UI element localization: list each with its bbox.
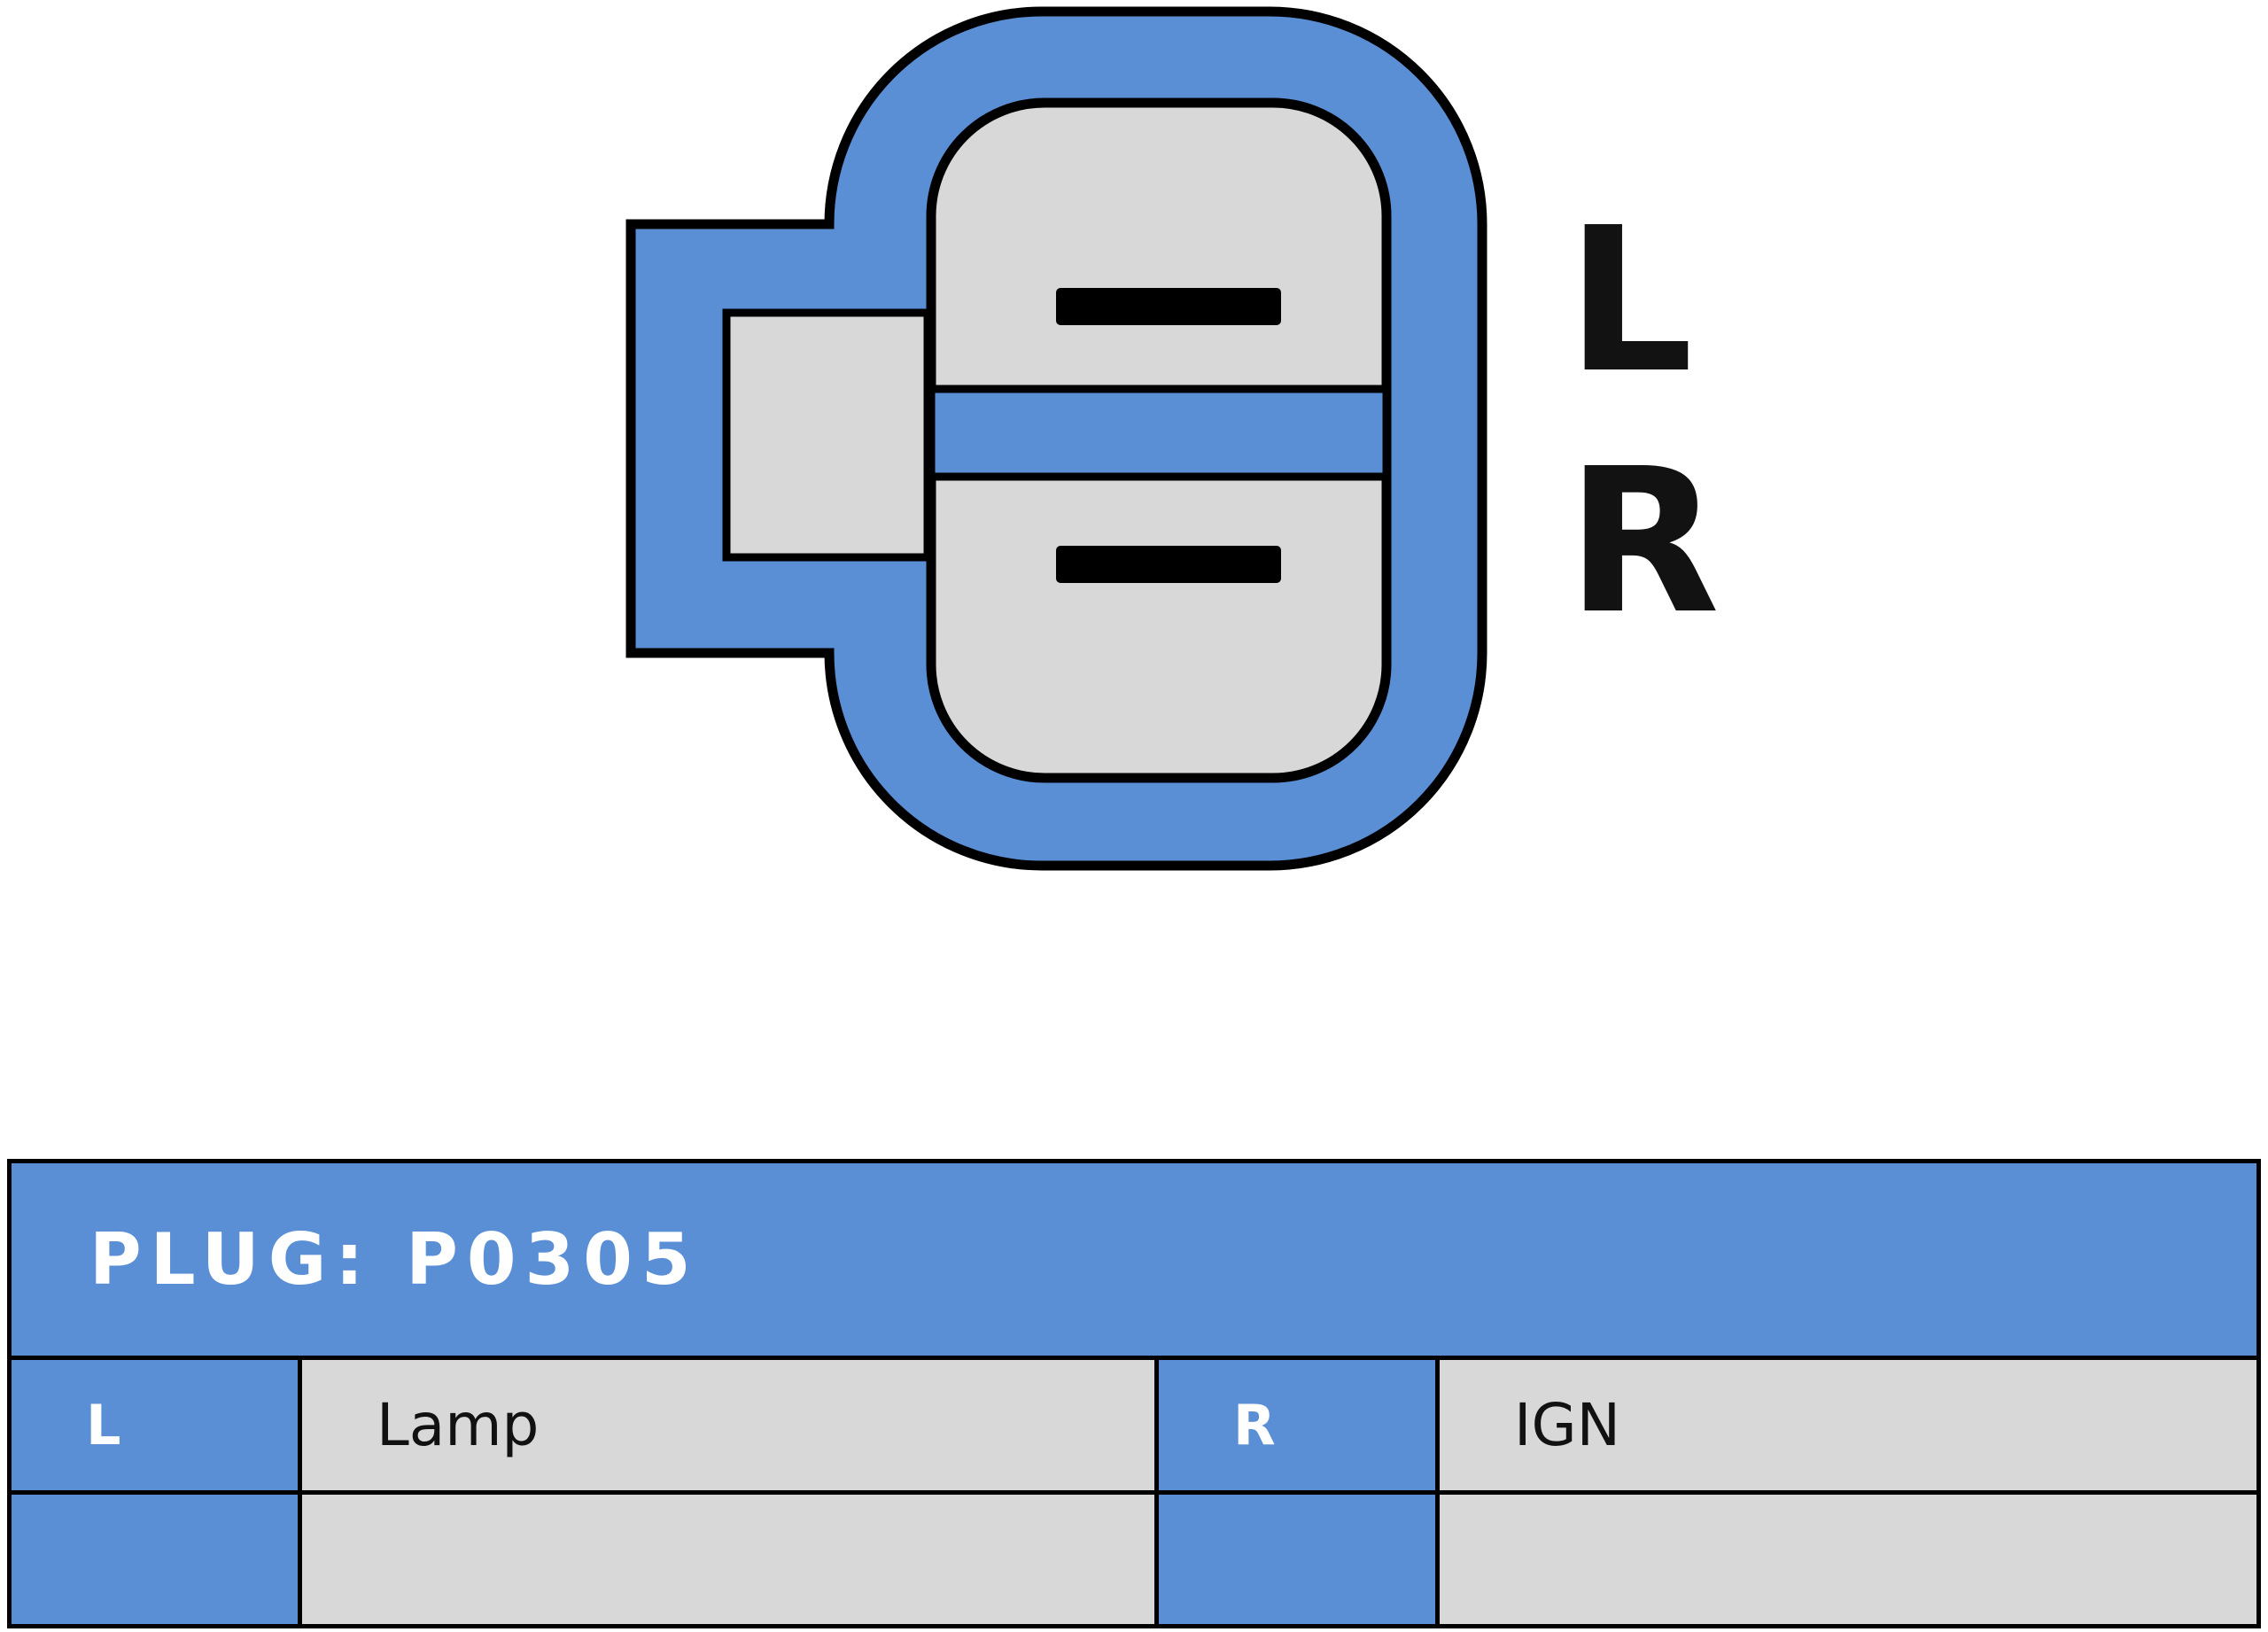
keying-tab-window <box>722 308 932 562</box>
empty-value-cell <box>1435 1494 2256 1624</box>
pin-function-cell-ign: IGN <box>1435 1360 2256 1490</box>
pin-slot-top <box>1056 288 1281 325</box>
pin-slot-bottom <box>1056 546 1281 583</box>
divider-band <box>927 385 1391 481</box>
table-row: L Lamp R IGN <box>12 1356 2256 1490</box>
pin-id-cell-r: R <box>1154 1360 1435 1490</box>
table-row-empty <box>12 1489 2256 1624</box>
empty-key-cell <box>12 1494 298 1624</box>
plug-title: PLUG: P0305 <box>89 1218 700 1301</box>
pin-function-cell-lamp: Lamp <box>298 1360 1154 1490</box>
plug-table: PLUG: P0305 L Lamp R IGN <box>7 1159 2261 1628</box>
pin-id-cell-l: L <box>12 1360 298 1490</box>
empty-key-cell <box>1154 1494 1435 1624</box>
plug-table-header: PLUG: P0305 <box>12 1163 2256 1356</box>
pin-label-l: L <box>1566 185 1694 417</box>
pin-label-r: R <box>1566 426 1720 658</box>
empty-value-cell <box>298 1494 1154 1624</box>
